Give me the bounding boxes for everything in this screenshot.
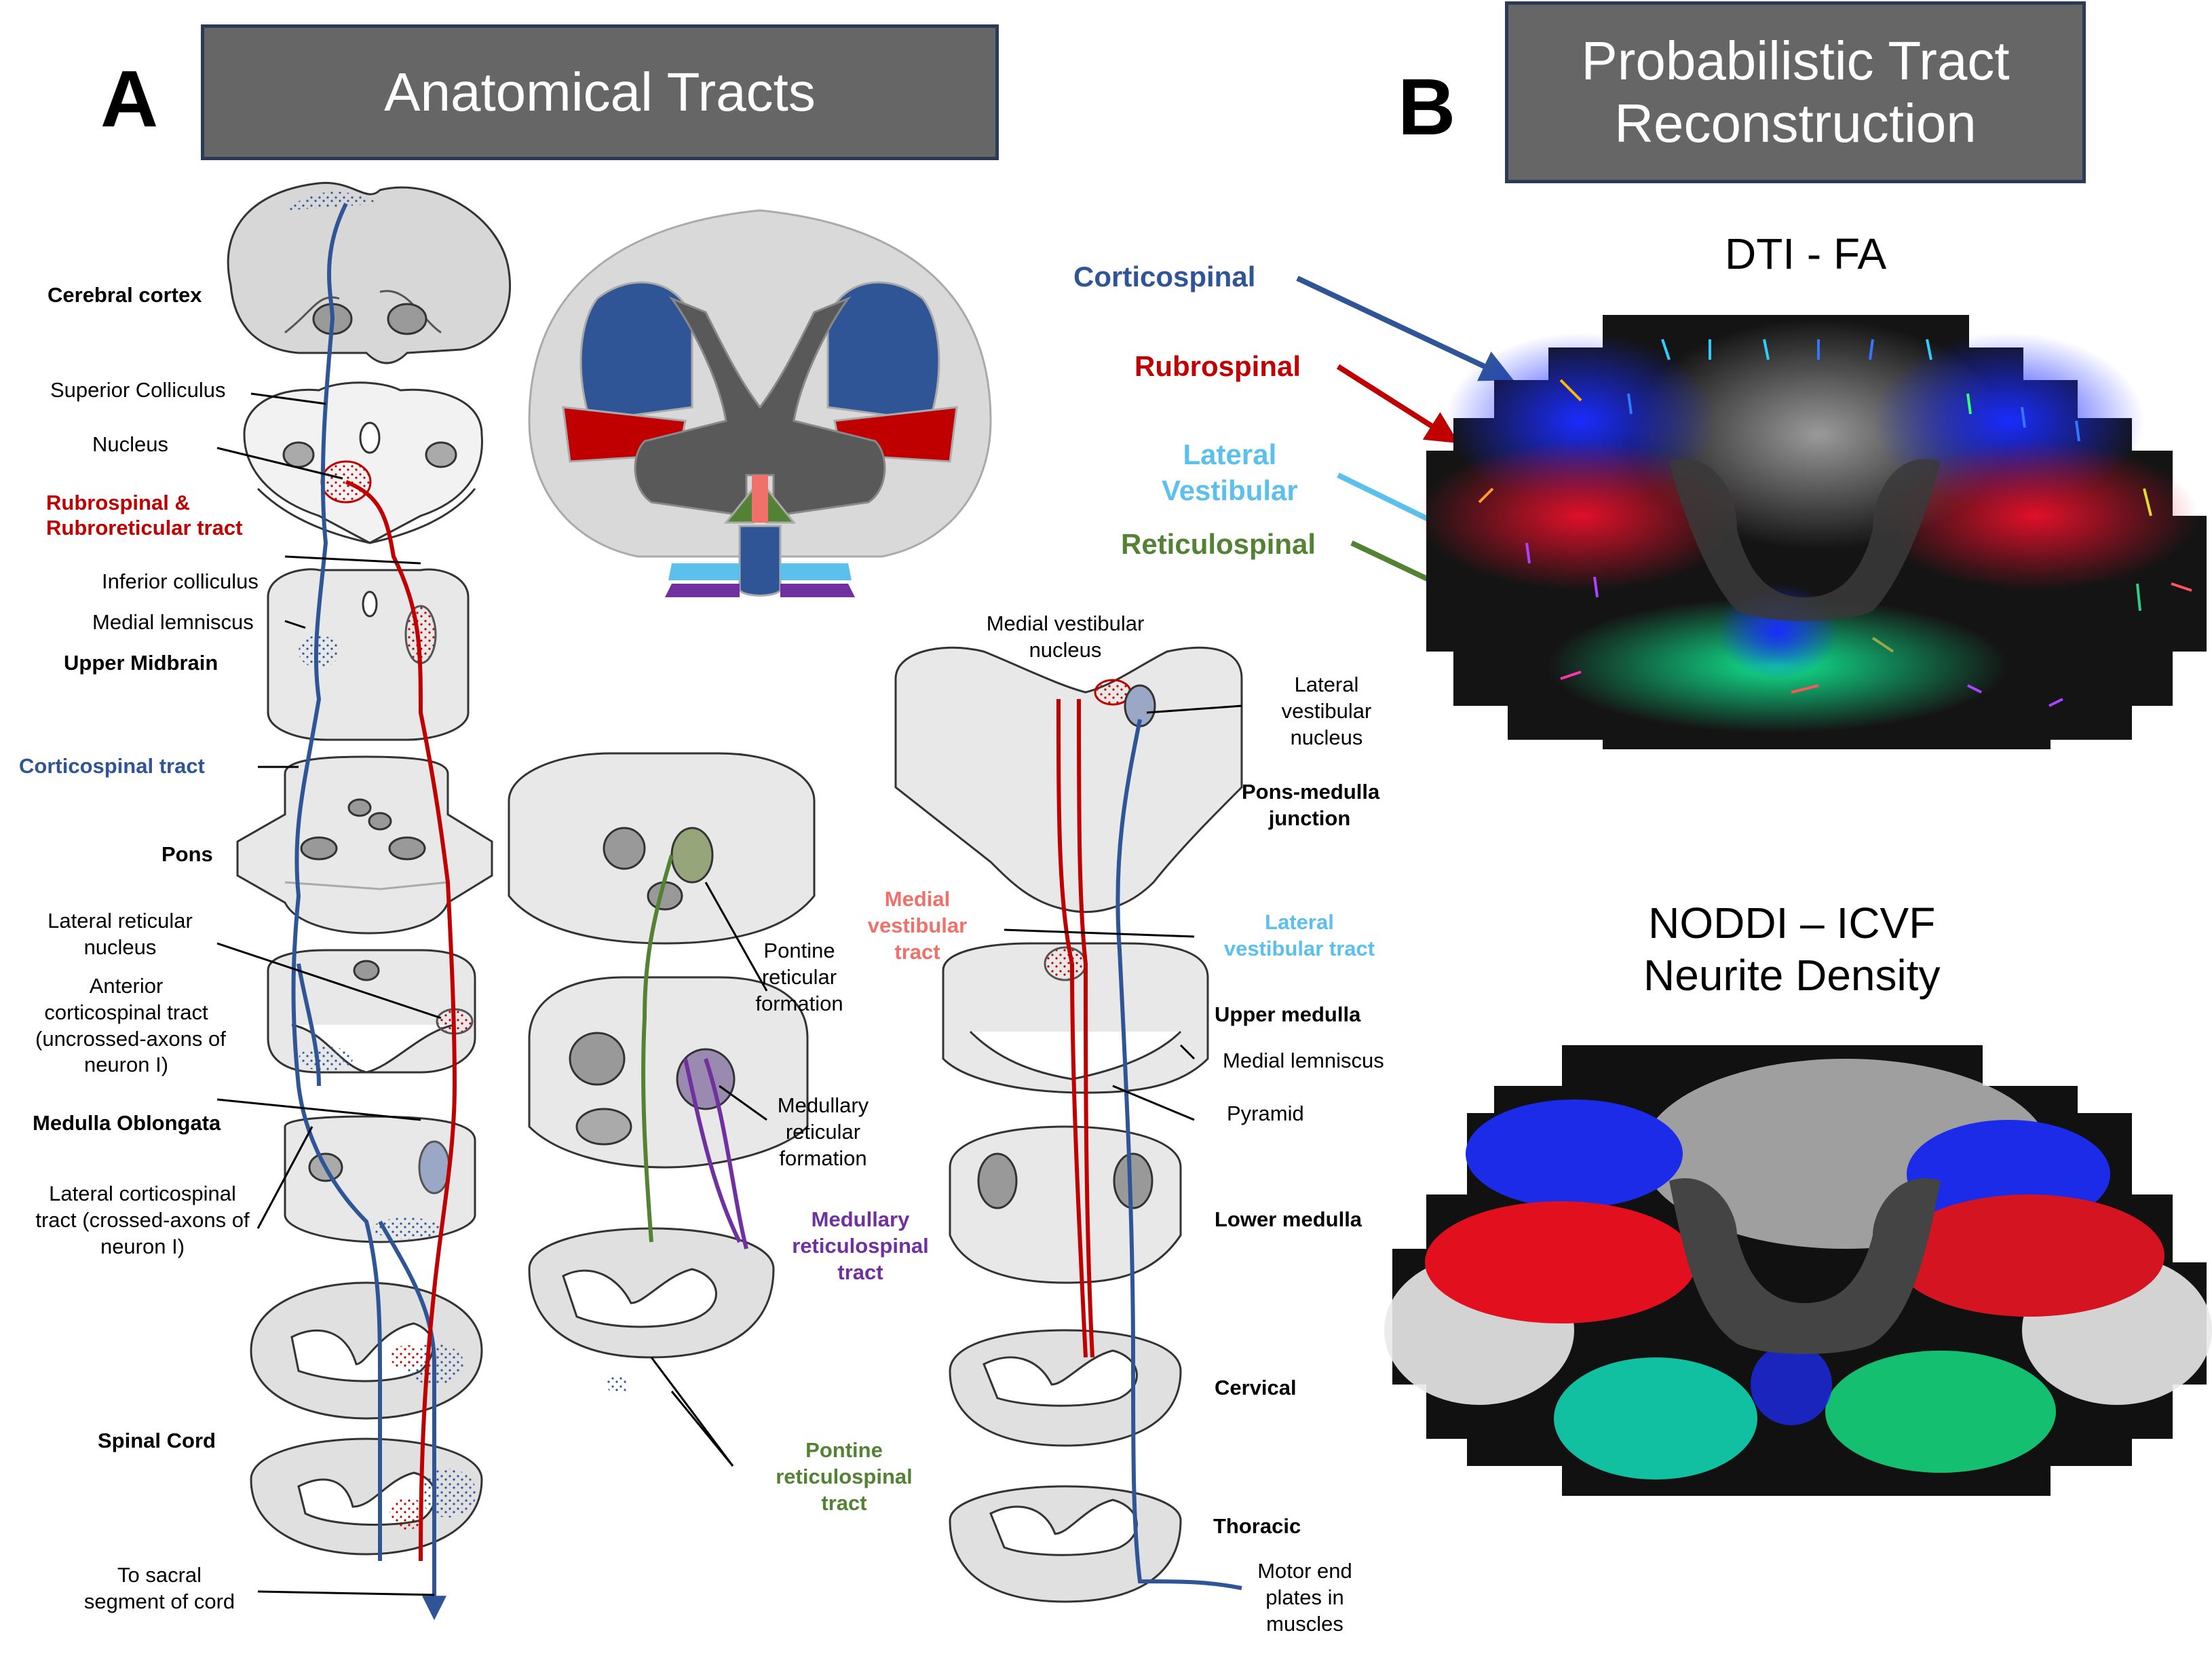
panel-b-letter: B [1398, 62, 1456, 152]
rubrospinal-tract-line [345, 480, 457, 1562]
dti-fa-title: DTI - FA [1725, 229, 1887, 278]
label-medial-lemniscus: Medial lemniscus [92, 610, 254, 634]
label-medullary-reticular-formation: Medullary reticular formation [777, 1093, 869, 1170]
panel-b-title-text: Probabilistic Tract Reconstruction [1581, 31, 2010, 153]
label-medial-vestibular-nucleus: Medial vestibular nucleus [986, 611, 1145, 662]
reticulospinal-sections [508, 752, 816, 1394]
label-anterior-corticospinal: Anterior corticospinal tract (uncrossed-… [35, 974, 226, 1077]
label-medulla-oblongata: Medulla Oblongata [33, 1111, 221, 1135]
spinal-cord-section-b [250, 1437, 483, 1556]
upper-medulla-section-a [267, 949, 476, 1074]
panel-a-title-text: Anatomical Tracts [384, 62, 816, 122]
label-upper-midbrain: Upper Midbrain [64, 651, 218, 675]
vestibulospinal-sections [894, 646, 1243, 1603]
label-superior-colliculus: Superior Colliculus [50, 378, 226, 402]
label-corticospinal-tract: Corticospinal tract [19, 754, 205, 778]
superior-colliculus-section [243, 381, 483, 544]
label-nucleus: Nucleus [92, 432, 168, 456]
label-pons: Pons [161, 842, 213, 866]
label-medial-vestibular-tract: Medial vestibular tract [867, 887, 968, 964]
label-pontine-reticular-formation: Pontine reticular formation [755, 939, 843, 1015]
label-lateral-corticospinal: Lateral corticospinal tract (crossed-axo… [35, 1182, 250, 1258]
pons-section [236, 755, 493, 935]
legend-lateral-vestibular: Lateral Vestibular [1162, 438, 1298, 506]
cerebral-cortex-section [227, 182, 511, 364]
noddi-title: NODDI – ICVF Neurite Density [1643, 899, 1941, 1000]
dti-fa-image [1418, 315, 2207, 749]
label-to-sacral: To sacral segment of cord [83, 1563, 235, 1613]
panel-b-title: Probabilistic Tract Reconstruction [1505, 1, 2086, 183]
label-lateral-vestibular-tract: Lateral vestibular tract [1223, 910, 1375, 960]
label-medullary-reticulospinal: Medullary reticulospinal tract [792, 1207, 929, 1284]
label-spinal-cord: Spinal Cord [98, 1429, 216, 1452]
label-inferior-colliculus: Inferior colliculus [102, 569, 259, 593]
label-pons-medulla-junction: Pons-medulla junction [1242, 780, 1380, 830]
corticospinal-tract-line [291, 202, 446, 1621]
legend-rubrospinal: Rubrospinal [1134, 350, 1301, 382]
label-lateral-reticular-nucleus: Lateral reticular nucleus [47, 909, 193, 959]
label-pontine-reticulospinal: Pontine reticulospinal tract [776, 1438, 913, 1515]
legend-corticospinal: Corticospinal [1073, 261, 1256, 293]
spinal-cross-section [528, 209, 992, 597]
label-leader-lines [216, 392, 1242, 1596]
label-upper-medulla: Upper medulla [1215, 1002, 1361, 1026]
noddi-icvf-image [1384, 1045, 2212, 1496]
column-1-sections [227, 182, 511, 1556]
label-motor-end-plates: Motor end plates in muscles [1257, 1559, 1352, 1636]
panel-a-title: Anatomical Tracts [201, 24, 999, 160]
label-thoracic: Thoracic [1213, 1514, 1301, 1538]
label-pyramid: Pyramid [1227, 1102, 1304, 1125]
label-cerebral-cortex: Cerebral cortex [47, 283, 202, 307]
label-lateral-vestibular-nucleus: Lateral vestibular nucleus [1281, 673, 1372, 749]
label-lower-medulla: Lower medulla [1215, 1207, 1362, 1231]
label-rubrospinal-tract: Rubrospinal & Rubroreticular tract [46, 491, 243, 540]
legend-reticulospinal: Reticulospinal [1121, 528, 1316, 560]
panel-a-letter: A [100, 54, 159, 144]
label-medial-lemniscus-2: Medial lemniscus [1223, 1049, 1384, 1072]
label-cervical: Cervical [1215, 1376, 1297, 1399]
